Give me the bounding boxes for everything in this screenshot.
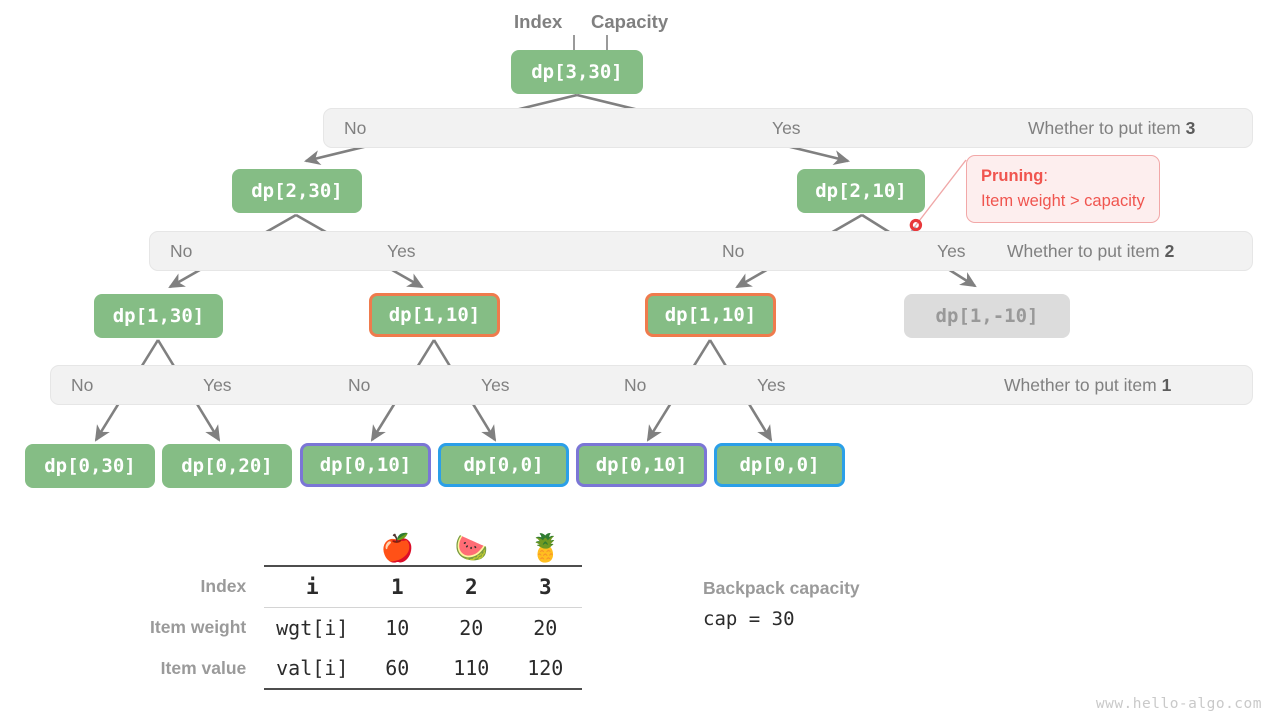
branch-label-item1-no-2: No — [348, 375, 371, 395]
level-desc-item-1: Whether to put item 1 — [1004, 365, 1171, 405]
level-bar-item-1 — [50, 365, 1253, 405]
node-dp-1-10-left[interactable]: dp[1,10] — [369, 293, 500, 337]
branch-label-item2-no-2: No — [722, 241, 745, 261]
backpack-capacity-block: Backpack capacity cap = 30 — [703, 578, 860, 630]
index-annotation-label: Index — [514, 11, 563, 32]
apple-emoji: 🍎 — [380, 533, 415, 564]
watermelon-emoji: 🍉 — [454, 533, 489, 564]
index-value-3: 3 — [508, 565, 583, 607]
level-desc-item-1-text: Whether to put item — [1004, 375, 1162, 395]
index-value-2: 2 — [434, 565, 509, 607]
pruning-callout: Pruning: Item weight > capacity — [966, 155, 1160, 223]
leaf-dp-0-0-a[interactable]: dp[0,0] — [438, 443, 569, 487]
pruning-callout-title: Pruning — [981, 167, 1044, 185]
branch-label-item2-no-1: No — [170, 241, 193, 261]
branch-label-item2-yes-1: Yes — [387, 241, 416, 261]
branch-label-item1-yes-2: Yes — [481, 375, 510, 395]
table-row-weight: Item weight wgt[i] 10 20 20 — [150, 606, 583, 648]
index-tick — [573, 35, 575, 53]
weight-value-3: 20 — [508, 606, 583, 648]
value-value-2: 110 — [434, 648, 509, 690]
icon-row-spacer — [150, 520, 264, 566]
branch-label-item3-no: No — [344, 118, 367, 138]
branch-label-item2-yes-2: Yes — [937, 241, 966, 261]
backpack-capacity-value: cap = 30 — [703, 608, 795, 630]
row-label-index: Index — [200, 576, 247, 596]
table-row-value: Item value val[i] 60 110 120 — [150, 648, 583, 690]
level-desc-item-2-text: Whether to put item — [1007, 241, 1165, 261]
item-spec-table: 🍎 🍉 🍍 Index i 1 2 3 Item weight wgt[i] 1… — [150, 520, 583, 690]
row-label-item-weight: Item weight — [150, 617, 247, 637]
node-dp-1-10-right[interactable]: dp[1,10] — [645, 293, 776, 337]
value-value-3: 120 — [508, 648, 583, 690]
row-key-value: val[i] — [264, 648, 361, 690]
branch-label-item3-yes: Yes — [772, 118, 801, 138]
level-desc-item-2-num: 2 — [1164, 241, 1175, 261]
table-icon-row: 🍎 🍉 🍍 — [150, 520, 582, 566]
leaf-dp-0-20[interactable]: dp[0,20] — [162, 444, 292, 488]
node-dp-2-30[interactable]: dp[2,30] — [232, 169, 362, 213]
level-desc-item-3-text: Whether to put item — [1028, 118, 1186, 138]
row-label-item-value: Item value — [160, 658, 247, 678]
leaf-dp-0-0-b[interactable]: dp[0,0] — [714, 443, 845, 487]
row-key-index: i — [264, 565, 361, 607]
pruning-callout-colon: : — [1043, 167, 1048, 185]
level-bar-item-2 — [149, 231, 1253, 271]
index-value-1: 1 — [360, 565, 435, 607]
node-dp-3-30[interactable]: dp[3,30] — [511, 50, 643, 94]
pineapple-emoji: 🍍 — [528, 533, 563, 564]
weight-value-2: 20 — [434, 606, 509, 648]
pruning-callout-title-row: Pruning: — [981, 164, 1145, 189]
leaf-dp-0-10-b[interactable]: dp[0,10] — [576, 443, 707, 487]
table-row-index: Index i 1 2 3 — [150, 565, 583, 607]
level-desc-item-3: Whether to put item 3 — [1028, 108, 1195, 148]
capacity-tick — [606, 35, 608, 53]
node-dp-2-10[interactable]: dp[2,10] — [797, 169, 925, 213]
level-desc-item-1-num: 1 — [1161, 375, 1172, 395]
leaf-dp-0-30[interactable]: dp[0,30] — [25, 444, 155, 488]
branch-label-item1-yes-3: Yes — [757, 375, 786, 395]
icon-row-key-spacer — [264, 520, 360, 566]
value-value-1: 60 — [360, 648, 435, 690]
leaf-dp-0-10-a[interactable]: dp[0,10] — [300, 443, 431, 487]
pruning-callout-detail: Item weight > capacity — [981, 191, 1145, 210]
branch-label-item1-no-1: No — [71, 375, 94, 395]
weight-value-1: 10 — [360, 606, 435, 648]
branch-label-item1-no-3: No — [624, 375, 647, 395]
row-key-weight: wgt[i] — [264, 606, 361, 648]
node-dp-1-30[interactable]: dp[1,30] — [94, 294, 223, 338]
node-dp-1-neg10-pruned[interactable]: dp[1,-10] — [904, 294, 1070, 338]
level-bar-item-3 — [323, 108, 1253, 148]
backpack-capacity-title: Backpack capacity — [703, 578, 860, 598]
level-desc-item-3-num: 3 — [1185, 118, 1196, 138]
watermark: www.hello-algo.com — [1095, 696, 1262, 712]
branch-label-item1-yes-1: Yes — [203, 375, 232, 395]
capacity-annotation-label: Capacity — [591, 11, 669, 32]
level-desc-item-2: Whether to put item 2 — [1007, 231, 1174, 271]
